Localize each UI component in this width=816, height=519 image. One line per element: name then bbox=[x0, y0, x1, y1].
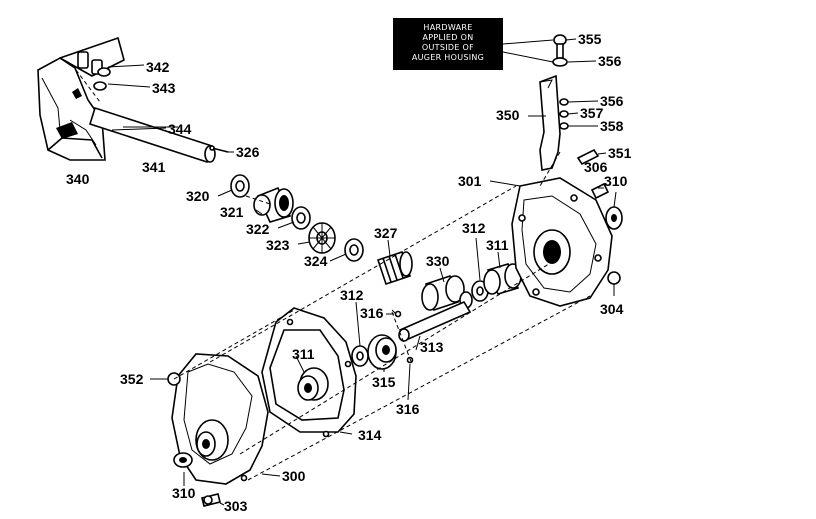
label-356: 356 bbox=[598, 53, 622, 69]
worm-gear-327 bbox=[376, 250, 413, 286]
label-326: 326 bbox=[236, 144, 260, 160]
label-343: 343 bbox=[152, 80, 176, 96]
label-312: 312 bbox=[340, 287, 364, 303]
gasket-314 bbox=[261, 307, 357, 438]
nut-304 bbox=[607, 271, 621, 285]
label-323: 323 bbox=[266, 237, 290, 253]
part-labels: 342 343 344 340 341 326 320 321 322 323 … bbox=[66, 31, 632, 514]
label-310: 310 bbox=[172, 485, 196, 501]
pin-316 bbox=[391, 309, 414, 364]
label-327: 327 bbox=[374, 225, 398, 241]
label-357: 357 bbox=[580, 105, 604, 121]
pin-326 bbox=[209, 145, 229, 153]
bushing-321 bbox=[253, 186, 294, 223]
label-351: 351 bbox=[608, 145, 632, 161]
gear-315 bbox=[367, 334, 397, 370]
label-344: 344 bbox=[168, 121, 192, 137]
note-line: APPLIED ON bbox=[422, 33, 474, 42]
label-303: 303 bbox=[224, 498, 248, 514]
label-322: 322 bbox=[246, 221, 270, 237]
label-316: 316 bbox=[360, 305, 384, 321]
label-310: 310 bbox=[604, 173, 628, 189]
label-306: 306 bbox=[584, 159, 608, 175]
leader-lines bbox=[107, 38, 617, 506]
hardware-note-box: HARDWARE APPLIED ON OUTSIDE OF AUGER HOU… bbox=[393, 18, 503, 70]
label-340: 340 bbox=[66, 171, 90, 187]
label-301: 301 bbox=[458, 173, 482, 189]
label-300: 300 bbox=[282, 468, 306, 484]
label-330: 330 bbox=[426, 253, 450, 269]
label-311: 311 bbox=[292, 346, 315, 362]
label-313: 313 bbox=[420, 339, 444, 355]
label-355: 355 bbox=[578, 31, 602, 47]
label-320: 320 bbox=[186, 188, 210, 204]
bearing-310 bbox=[173, 452, 193, 468]
washer-312 bbox=[351, 345, 369, 367]
label-314: 314 bbox=[358, 427, 382, 443]
label-341: 341 bbox=[142, 159, 166, 175]
label-350: 350 bbox=[496, 107, 520, 123]
label-352: 352 bbox=[120, 371, 144, 387]
label-315: 315 bbox=[372, 374, 396, 390]
bracket-350 bbox=[539, 34, 600, 171]
note-line: HARDWARE bbox=[423, 23, 473, 32]
label-356: 356 bbox=[600, 93, 624, 109]
washer-320 bbox=[230, 174, 250, 198]
label-311: 311 bbox=[486, 237, 509, 253]
bearing-310 bbox=[605, 206, 623, 230]
label-304: 304 bbox=[600, 301, 624, 317]
housing-300 bbox=[171, 353, 269, 485]
bearing-330 bbox=[421, 274, 473, 312]
note-line: AUGER HOUSING bbox=[411, 53, 485, 62]
label-321: 321 bbox=[220, 204, 244, 220]
label-312: 312 bbox=[462, 220, 486, 236]
shaft-341 bbox=[89, 106, 216, 164]
bushing-311 bbox=[483, 263, 522, 295]
ring-322 bbox=[291, 206, 311, 230]
assembly-lines bbox=[173, 151, 591, 481]
shaft-313 bbox=[398, 300, 472, 342]
housing-301 bbox=[511, 177, 613, 307]
note-line: OUTSIDE OF bbox=[421, 43, 475, 52]
label-324: 324 bbox=[304, 253, 328, 269]
screw-342 bbox=[77, 51, 111, 91]
label-342: 342 bbox=[146, 59, 170, 75]
thrust-bearing-323 bbox=[308, 222, 336, 254]
label-316: 316 bbox=[396, 401, 420, 417]
bolt-303 bbox=[201, 493, 221, 507]
washer-324 bbox=[344, 238, 364, 262]
label-358: 358 bbox=[600, 118, 624, 134]
